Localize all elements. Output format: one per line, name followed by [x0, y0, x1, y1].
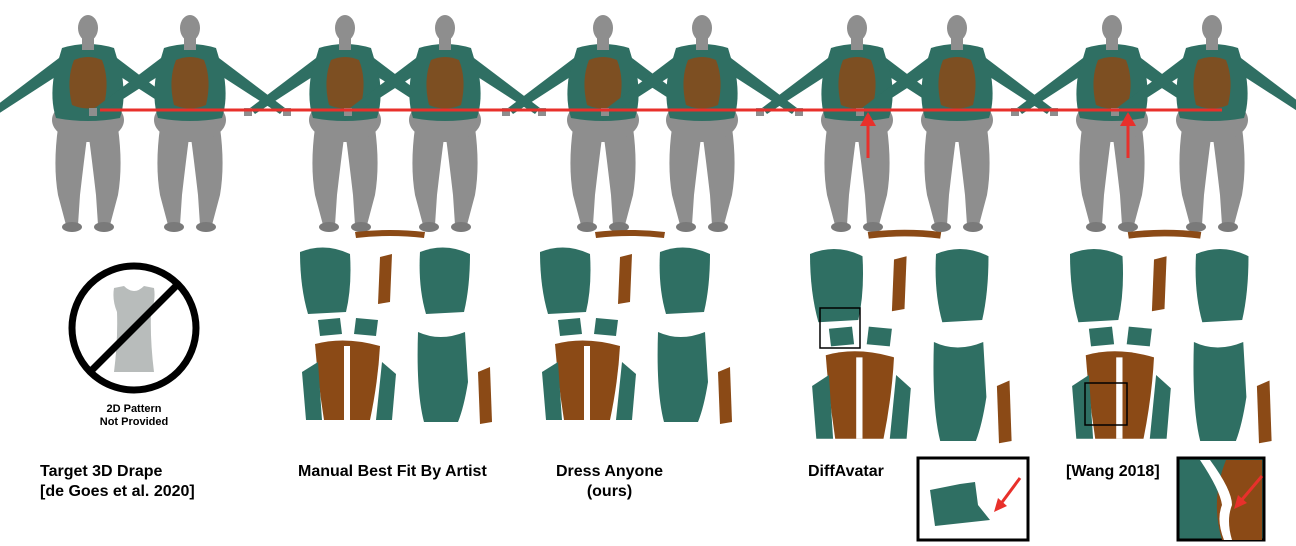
patterns-diffavatar: [810, 230, 1012, 443]
caption-target-line2: [de Goes et al. 2020]: [40, 482, 195, 502]
drape-manual-pair: [244, 15, 546, 232]
drape-dress-anyone-pair: [502, 15, 803, 232]
caption-manual: Manual Best Fit By Artist: [298, 462, 487, 482]
wang2018-inset: [1178, 458, 1264, 540]
caption-dress-anyone-line1: Dress Anyone: [556, 462, 663, 482]
drape-target-pair: [0, 15, 291, 232]
caption-dress-anyone: Dress Anyone (ours): [556, 462, 663, 502]
caption-diffavatar: DiffAvatar: [808, 462, 884, 482]
caption-wang2018-line1: [Wang 2018]: [1066, 462, 1160, 482]
drape-diffavatar-pair: [756, 15, 1058, 232]
caption-target: Target 3D Drape [de Goes et al. 2020]: [40, 462, 195, 502]
diffavatar-inset: [918, 458, 1028, 540]
no-pattern-icon: [72, 266, 196, 390]
no-pattern-label: 2D Pattern Not Provided: [84, 403, 184, 429]
caption-dress-anyone-line2: (ours): [556, 482, 663, 502]
no-pattern-line1: 2D Pattern: [84, 403, 184, 416]
caption-wang2018: [Wang 2018]: [1066, 462, 1160, 482]
caption-manual-line1: Manual Best Fit By Artist: [298, 462, 487, 482]
patterns-dress-anyone: [540, 230, 732, 424]
patterns-manual: [300, 230, 492, 424]
caption-target-line1: Target 3D Drape: [40, 462, 195, 482]
caption-diffavatar-line1: DiffAvatar: [808, 462, 884, 482]
patterns-wang2018: [1070, 230, 1272, 443]
no-pattern-line2: Not Provided: [84, 416, 184, 429]
drape-wang2018-pair: [1011, 15, 1296, 232]
